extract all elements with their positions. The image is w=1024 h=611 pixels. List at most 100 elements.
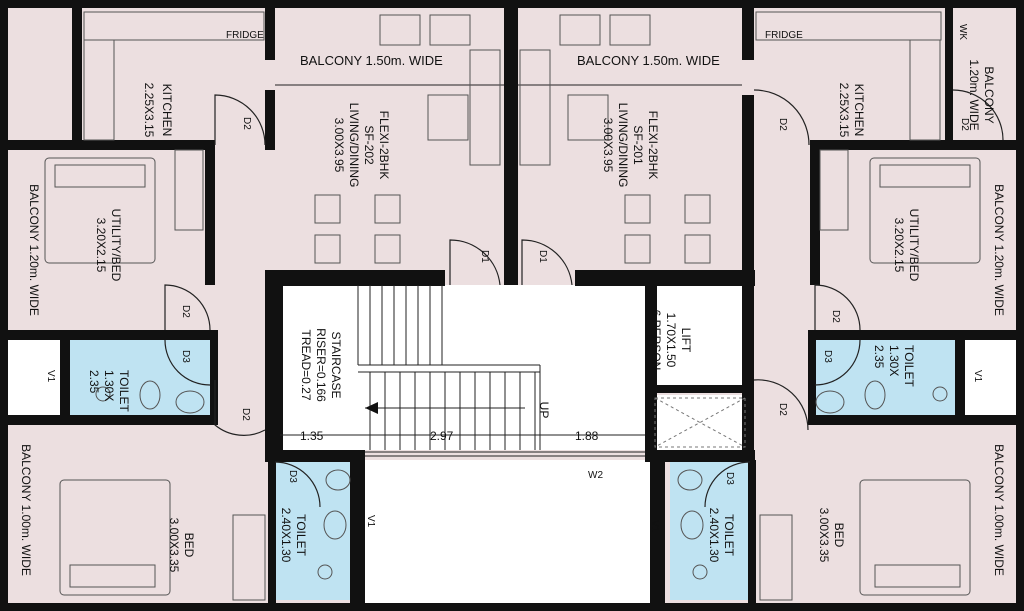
right-living-size: 3.00X3.95 — [601, 118, 615, 173]
right-bed-label-group: BED 3.00X3.35 — [817, 508, 846, 563]
right-balcony-side-label: BALCONY 1.20m. WIDE — [992, 184, 1006, 316]
left-bed-size: 3.00X3.35 — [167, 518, 181, 573]
right-utility-label-group: UTILITY/BED 3.20X2.15 — [892, 209, 921, 282]
left-bed-label-group: BED 3.00X3.35 — [167, 518, 196, 573]
tag-d1-right: D1 — [537, 250, 548, 263]
right-bed-size: 3.00X3.35 — [817, 508, 831, 563]
right-toilet-size-a: 1.30X — [887, 345, 901, 376]
lift-size: 1.70X1.50 — [664, 313, 678, 368]
furniture — [44, 11, 981, 601]
right-fridge-label: FRIDGE — [765, 30, 803, 41]
left-balcony-bottom-group: BALCONY 1.00m. WIDE — [19, 444, 33, 576]
right-toilet-area — [815, 340, 955, 420]
left-utility-label-group: UTILITY/BED 3.20X2.15 — [94, 209, 123, 282]
right-toilet-size-b: 2.35 — [872, 345, 886, 369]
right-duct — [965, 340, 1024, 415]
tag-d3-right-toilet2: D3 — [724, 472, 735, 485]
right-kitchen-size: 2.25X3.15 — [837, 83, 851, 138]
right-wk-label: WK — [957, 24, 968, 40]
tag-v1-right: V1 — [972, 370, 983, 383]
tag-d2-right-balcony: D2 — [959, 118, 970, 131]
tag-d2-right-kitchen: D2 — [777, 118, 788, 131]
tag-d2-left-kitchen: D2 — [241, 117, 252, 130]
right-unit-name: FLEXI-2BHK — [646, 111, 660, 180]
left-utility-size: 3.20X2.15 — [94, 218, 108, 273]
staircase-label-group: STAIRCASE RISER=0.166 TREAD=0.27 — [299, 328, 343, 402]
left-toilet2-label-group: TOILET 2.40X1.30 — [279, 508, 308, 563]
left-unit-name: FLEXI-2BHK — [377, 111, 391, 180]
left-living-label: LIVING/DINING — [347, 103, 361, 188]
right-toilet-label-group: TOILET 1.30X 2.35 — [872, 345, 916, 387]
lift-shaft-cross — [654, 397, 746, 448]
tread-label: TREAD=0.27 — [299, 329, 313, 400]
right-balcony-bottom-label: BALCONY 1.00m. WIDE — [992, 444, 1006, 576]
left-utility-label: UTILITY/BED — [109, 209, 123, 282]
doors — [164, 89, 1004, 508]
left-balcony-top-label: BALCONY 1.50m. WIDE — [300, 53, 443, 68]
right-living-label: LIVING/DINING — [616, 103, 630, 188]
right-wk-group: WK — [957, 24, 968, 40]
tag-d3-left-toilet2: D3 — [287, 470, 298, 483]
staircase-label: STAIRCASE — [329, 331, 343, 398]
stair-arrow-icon — [365, 402, 378, 414]
left-kitchen-label-group: KITCHEN 2.25X3.15 — [142, 83, 174, 138]
tag-d1-left: D1 — [479, 250, 490, 263]
right-balcony-corner-group: BALCONY 1.20m. WIDE — [967, 59, 996, 130]
left-balcony-side-group: BALCONY 1.20m. WIDE — [27, 184, 41, 316]
tag-d3-left-toilet: D3 — [180, 350, 191, 363]
left-kitchen-size: 2.25X3.15 — [142, 83, 156, 138]
right-toilet2-label-group: TOILET 2.40X1.30 — [707, 508, 736, 563]
right-balcony-side-group: BALCONY 1.20m. WIDE — [992, 184, 1006, 316]
right-balcony-corner-label: BALCONY — [982, 66, 996, 123]
tag-d2-right-bed: D2 — [777, 403, 788, 416]
right-toilet-label: TOILET — [902, 345, 916, 387]
lift-area — [655, 285, 745, 385]
right-bed-label: BED — [832, 523, 846, 548]
right-toilet2-area — [670, 460, 750, 600]
left-top-room — [8, 8, 72, 148]
left-toilet-label-group: TOILET 1.30X 2.35 — [87, 370, 131, 412]
left-fridge-label: FRIDGE — [226, 30, 264, 41]
tag-d2-left-bed: D2 — [240, 408, 251, 421]
right-kitchen-label-group: KITCHEN 2.25X3.15 — [837, 83, 866, 138]
left-living-label-group: FLEXI-2BHK SF-202 LIVING/DINING 3.00X3.9… — [332, 103, 391, 188]
tag-w2: W2 — [588, 470, 603, 481]
ld-label: LD — [644, 334, 655, 347]
right-balcony-bottom-group: BALCONY 1.00m. WIDE — [992, 444, 1006, 576]
tag-d3-right-toilet: D3 — [822, 350, 833, 363]
lift-label-group: LIFT 1.70X1.50 6 PERSON — [649, 310, 693, 371]
left-duct — [0, 340, 60, 415]
dim-label-3: 1.88 — [575, 429, 599, 443]
left-balcony-bottom-label: BALCONY 1.00m. WIDE — [19, 444, 33, 576]
up-label: UP — [537, 402, 551, 419]
left-toilet2-size: 2.40X1.30 — [279, 508, 293, 563]
right-utility-size: 3.20X2.15 — [892, 218, 906, 273]
ld-label-group: LD — [644, 334, 655, 347]
left-toilet-size-b: 2.35 — [87, 370, 101, 394]
tag-v1-left-toilet2: V1 — [365, 515, 376, 528]
left-bed-label: BED — [182, 533, 196, 558]
left-toilet-size-a: 1.30X — [102, 370, 116, 401]
right-living-label-group: FLEXI-2BHK SF-201 LIVING/DINING 3.00X3.9… — [601, 103, 660, 188]
dim-label-2: 2.97 — [430, 429, 454, 443]
tag-v1-right-toilet2: V1 — [649, 520, 660, 533]
left-balcony-side-label: BALCONY 1.20m. WIDE — [27, 184, 41, 316]
left-toilet2-label: TOILET — [294, 514, 308, 556]
left-toilet-area — [70, 340, 210, 420]
lift-capacity: 6 PERSON — [649, 310, 663, 371]
dim-label-1: 1.35 — [300, 429, 324, 443]
right-toilet2-size: 2.40X1.30 — [707, 508, 721, 563]
left-living-size: 3.00X3.95 — [332, 118, 346, 173]
left-unit-no: SF-202 — [362, 125, 376, 165]
tag-v1-left: V1 — [45, 370, 56, 383]
right-balcony-corner-size: 1.20m. WIDE — [967, 59, 981, 130]
right-kitchen-label: KITCHEN — [852, 84, 866, 137]
staircase — [280, 285, 645, 457]
right-utility-label: UTILITY/BED — [907, 209, 921, 282]
tag-d2-left-utility: D2 — [180, 305, 191, 318]
right-balcony-top-label: BALCONY 1.50m. WIDE — [577, 53, 720, 68]
left-toilet-label: TOILET — [117, 370, 131, 412]
right-toilet2-label: TOILET — [722, 514, 736, 556]
up-label-group: UP — [537, 402, 551, 419]
